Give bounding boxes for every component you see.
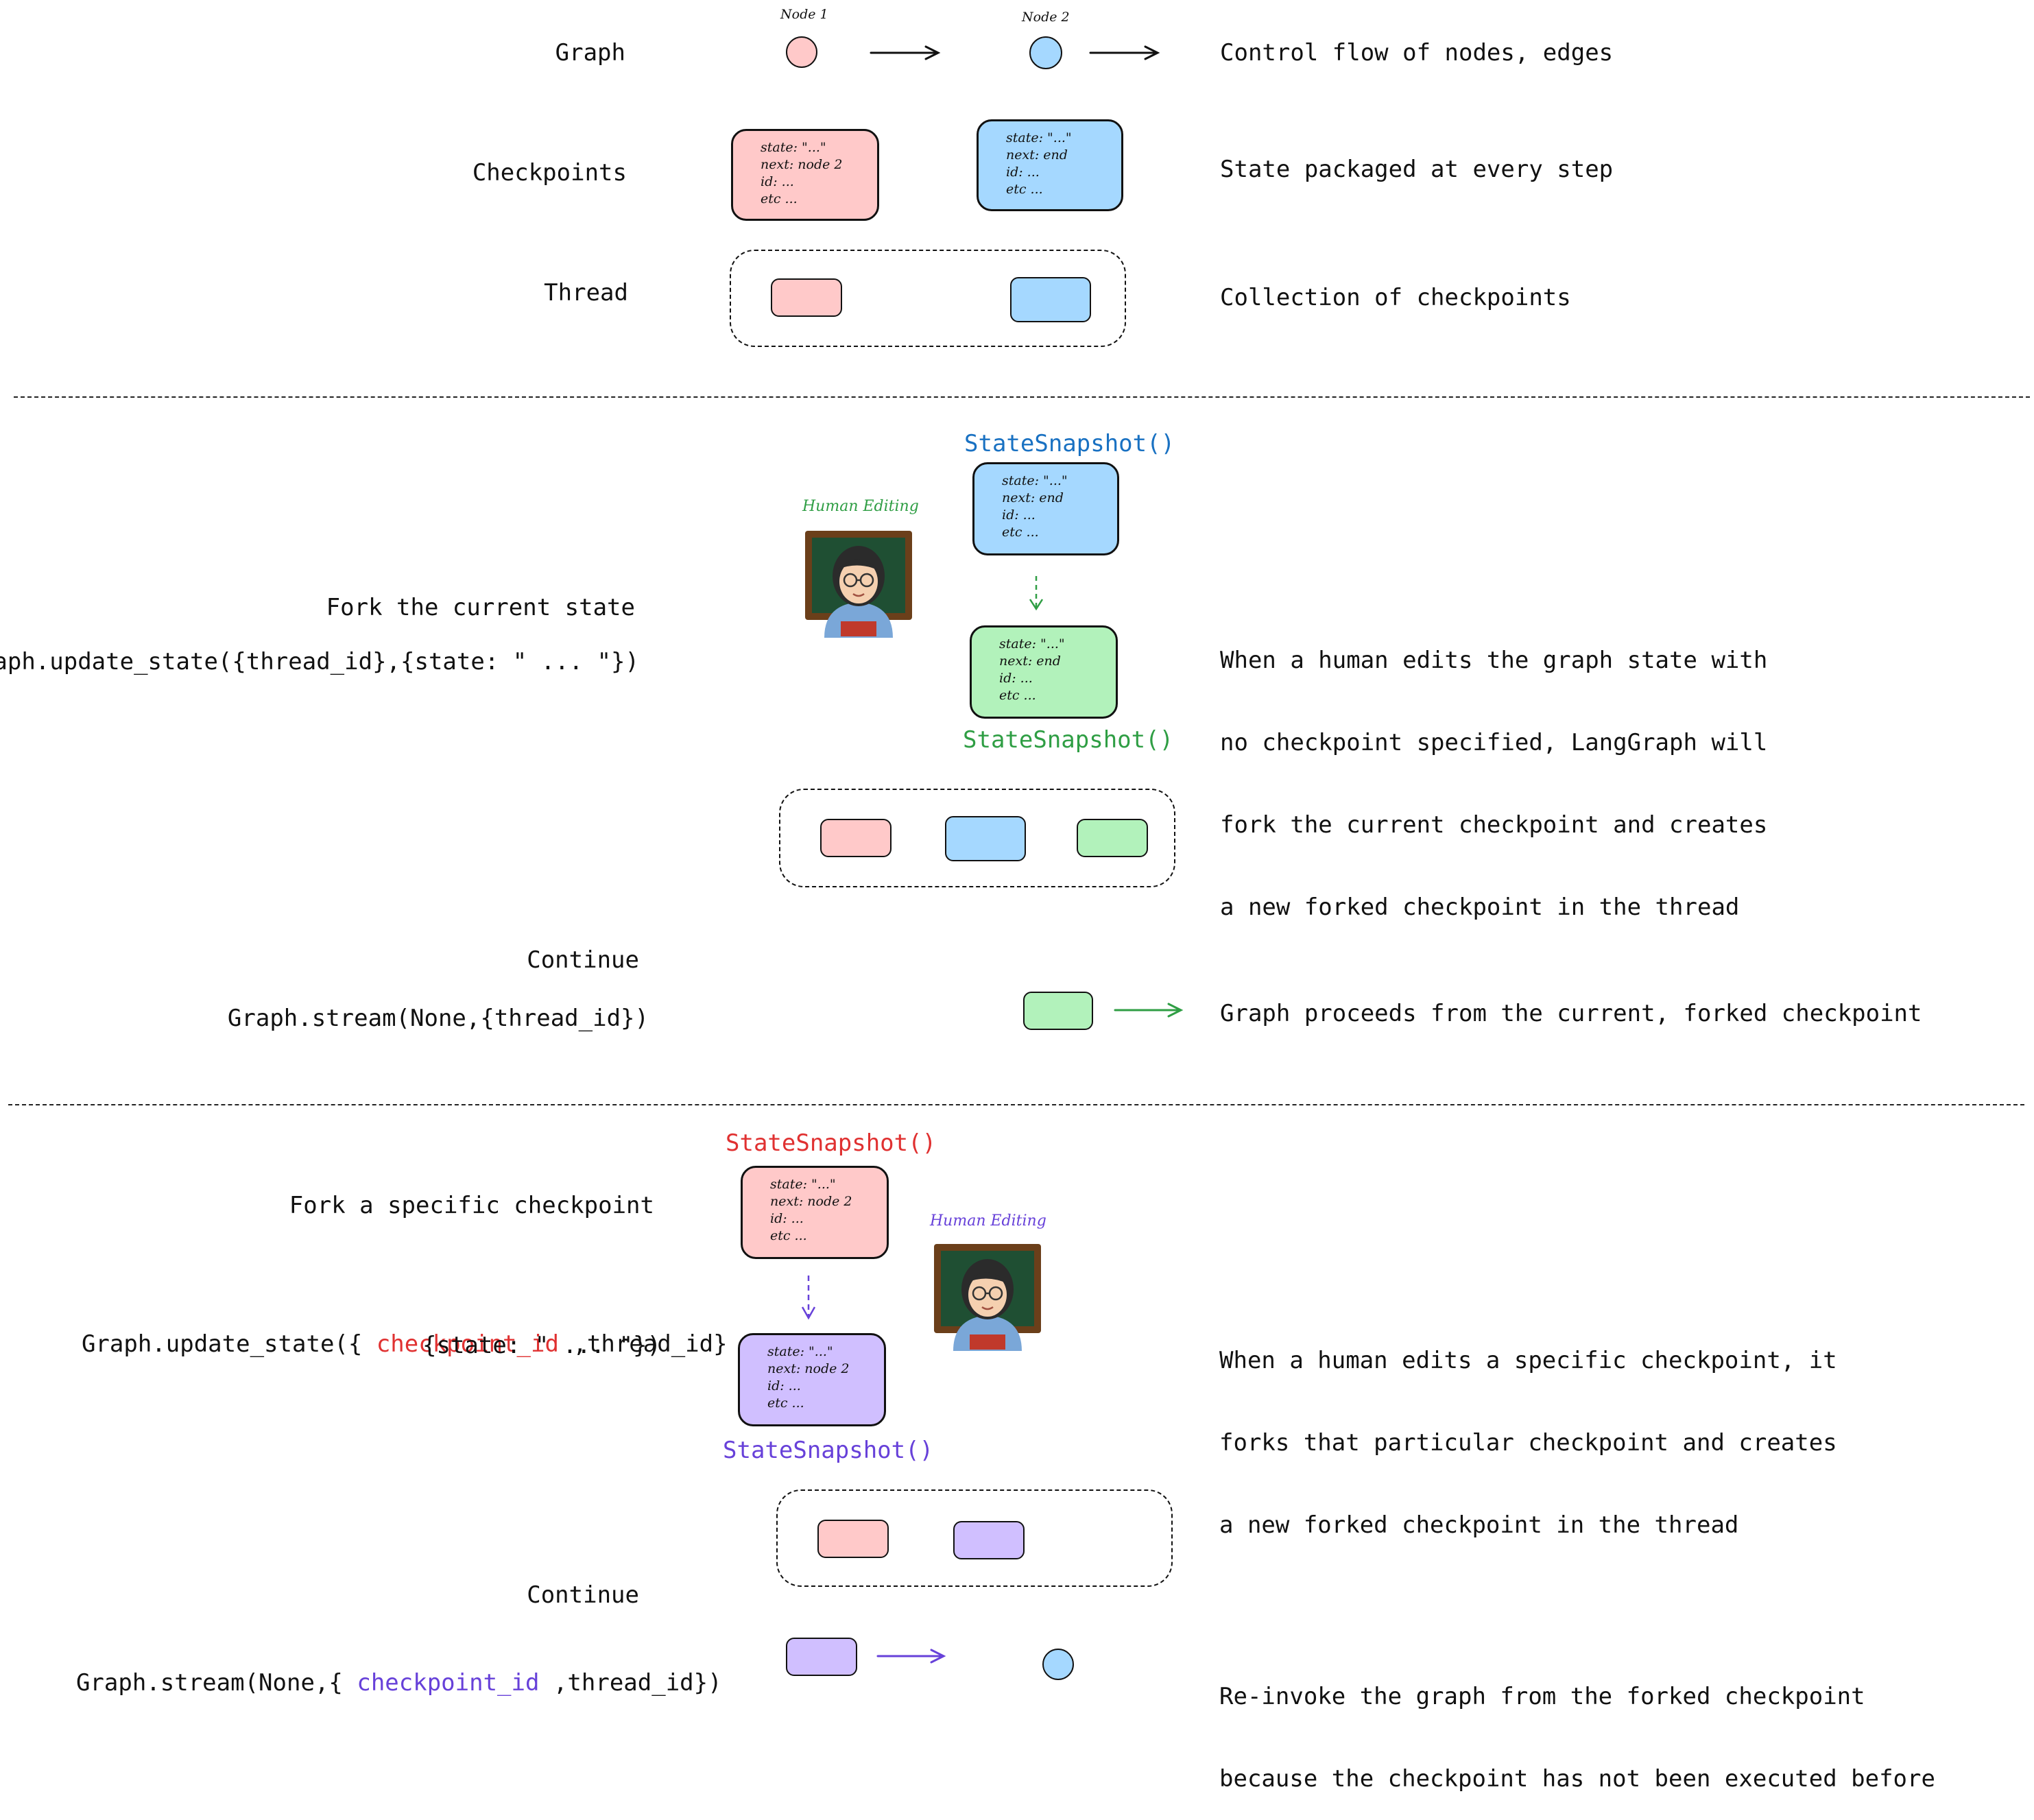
thread-container — [730, 250, 1126, 347]
update-state-specific-code-line2: {state: " ... "}) — [422, 1332, 661, 1359]
card-next: next: node 2 — [767, 1361, 850, 1376]
card-next: next: end — [1006, 147, 1068, 163]
snapshot-label-blue: StateSnapshot() — [964, 430, 1175, 457]
human-editor-avatar — [933, 1241, 1042, 1354]
node2-label: Node 2 — [1022, 10, 1070, 25]
snapshot-label-purple: StateSnapshot() — [723, 1437, 934, 1464]
code-prefix: Graph.update_state({ — [81, 1330, 376, 1358]
continue-label: Continue — [527, 1581, 639, 1609]
desc-line: no checkpoint specified, LangGraph will — [1220, 729, 1768, 756]
node2-circle — [1042, 1649, 1074, 1680]
thread-checkpoint-pink — [771, 278, 842, 317]
stream-specific-code: Graph.stream(None,{ checkpoint_id ,threa… — [48, 1642, 722, 1697]
human-editing-label: Human Editing — [930, 1212, 1046, 1230]
card-state: state: "..." — [1002, 473, 1068, 488]
snapshot-label-red: StateSnapshot() — [726, 1129, 937, 1157]
card-state: state: "..." — [767, 1344, 833, 1359]
code-prefix: Graph.stream(None,{ — [75, 1669, 357, 1697]
snapshot-card-green: state: "..." next: end id: ... etc ... — [970, 625, 1118, 719]
human-editor-avatar — [804, 528, 913, 640]
section-divider — [14, 396, 2030, 398]
card-next: next: end — [1002, 490, 1064, 505]
card-id: id: ... — [767, 1378, 801, 1393]
checkpoint-card-blue: state: "..." next: end id: ... etc ... — [977, 119, 1123, 211]
reinvoke-description: Re-invoke the graph from the forked chec… — [1219, 1628, 1935, 1820]
graph-label: Graph — [555, 39, 625, 67]
desc-line: When a human edits a specific checkpoint… — [1219, 1347, 1837, 1374]
forked-checkpoint-purple — [786, 1638, 857, 1676]
card-id: id: ... — [999, 671, 1033, 686]
fork-current-description: When a human edits the graph state with … — [1220, 592, 1767, 948]
desc-line: When a human edits the graph state with — [1220, 647, 1768, 674]
thread-checkpoint-green — [1077, 819, 1148, 857]
card-etc: etc ... — [770, 1228, 807, 1243]
thread-checkpoint-purple — [953, 1521, 1025, 1559]
update-state-code: Graph.update_state({thread_id},{state: "… — [0, 648, 639, 675]
card-state: state: "..." — [1006, 130, 1072, 145]
thread-checkpoint-pink — [820, 819, 892, 857]
desc-line: Re-invoke the graph from the forked chec… — [1219, 1683, 1865, 1710]
thread-container — [779, 789, 1175, 887]
card-id: id: ... — [770, 1211, 804, 1226]
thread-checkpoint-blue — [945, 816, 1026, 861]
fork-arrow-icon — [801, 1276, 816, 1320]
card-state: state: "..." — [999, 636, 1065, 651]
snapshot-card-pink: state: "..." next: node 2 id: ... etc ..… — [741, 1166, 889, 1259]
fork-specific-description: When a human edits a specific checkpoint… — [1219, 1292, 1837, 1566]
continue-arrow-icon — [1114, 1003, 1184, 1018]
code-suffix: ,thread_id} — [558, 1330, 728, 1358]
card-id: id: ... — [761, 174, 794, 189]
thread-description: Collection of checkpoints — [1220, 284, 1571, 311]
node1-label: Node 1 — [780, 7, 828, 22]
card-state: state: "..." — [761, 140, 826, 155]
continue-label: Continue — [527, 946, 639, 974]
card-etc: etc ... — [1002, 525, 1039, 540]
code-suffix: ,thread_id}) — [539, 1669, 722, 1697]
card-next: next: node 2 — [770, 1194, 852, 1209]
desc-line: a new forked checkpoint in the thread — [1219, 1511, 1739, 1539]
thread-container — [776, 1489, 1173, 1587]
edge-arrow-icon — [870, 45, 941, 60]
card-next: next: end — [999, 654, 1061, 669]
fork-arrow-icon — [1029, 576, 1044, 611]
card-etc: etc ... — [761, 191, 798, 206]
snapshot-card-blue: state: "..." next: end id: ... etc ... — [972, 462, 1119, 555]
section-divider — [8, 1104, 2024, 1105]
checkpoint-card-pink: state: "..." next: node 2 id: ... etc ..… — [731, 129, 879, 221]
stream-code: Graph.stream(None,{thread_id}) — [227, 1005, 649, 1032]
thread-label: Thread — [544, 279, 628, 307]
thread-checkpoint-blue — [1010, 277, 1091, 322]
human-editing-label: Human Editing — [802, 498, 919, 515]
code-checkpoint-id: checkpoint_id — [376, 1330, 559, 1358]
card-next: next: node 2 — [761, 157, 843, 172]
desc-line: a new forked checkpoint in the thread — [1220, 894, 1740, 921]
graph-description: Control flow of nodes, edges — [1220, 39, 1614, 67]
checkpoints-label: Checkpoints — [472, 159, 627, 187]
code-checkpoint-id: checkpoint_id — [357, 1669, 540, 1697]
continue-description: Graph proceeds from the current, forked … — [1220, 1000, 1922, 1027]
desc-line: forks that particular checkpoint and cre… — [1219, 1429, 1837, 1457]
forked-checkpoint-green — [1023, 992, 1093, 1030]
card-id: id: ... — [1002, 507, 1036, 523]
thread-checkpoint-pink — [817, 1520, 889, 1558]
snapshot-label-green: StateSnapshot() — [963, 726, 1174, 754]
reinvoke-arrow-icon — [876, 1649, 946, 1664]
update-state-specific-code: Graph.update_state({ checkpoint_id ,thre… — [53, 1303, 728, 1358]
checkpoints-description: State packaged at every step — [1220, 156, 1614, 183]
desc-line: because the checkpoint has not been exec… — [1219, 1765, 1935, 1793]
desc-line: fork the current checkpoint and creates — [1220, 811, 1768, 839]
card-etc: etc ... — [767, 1396, 804, 1411]
card-etc: etc ... — [1006, 182, 1043, 197]
node1-circle — [786, 36, 817, 68]
edge-arrow-icon — [1089, 45, 1160, 60]
node2-circle — [1029, 36, 1062, 69]
fork-specific-title: Fork a specific checkpoint — [289, 1192, 654, 1219]
card-id: id: ... — [1006, 165, 1040, 180]
snapshot-card-purple: state: "..." next: node 2 id: ... etc ..… — [738, 1333, 886, 1426]
card-state: state: "..." — [770, 1177, 836, 1192]
card-etc: etc ... — [999, 688, 1036, 703]
fork-current-title: Fork the current state — [326, 594, 635, 621]
